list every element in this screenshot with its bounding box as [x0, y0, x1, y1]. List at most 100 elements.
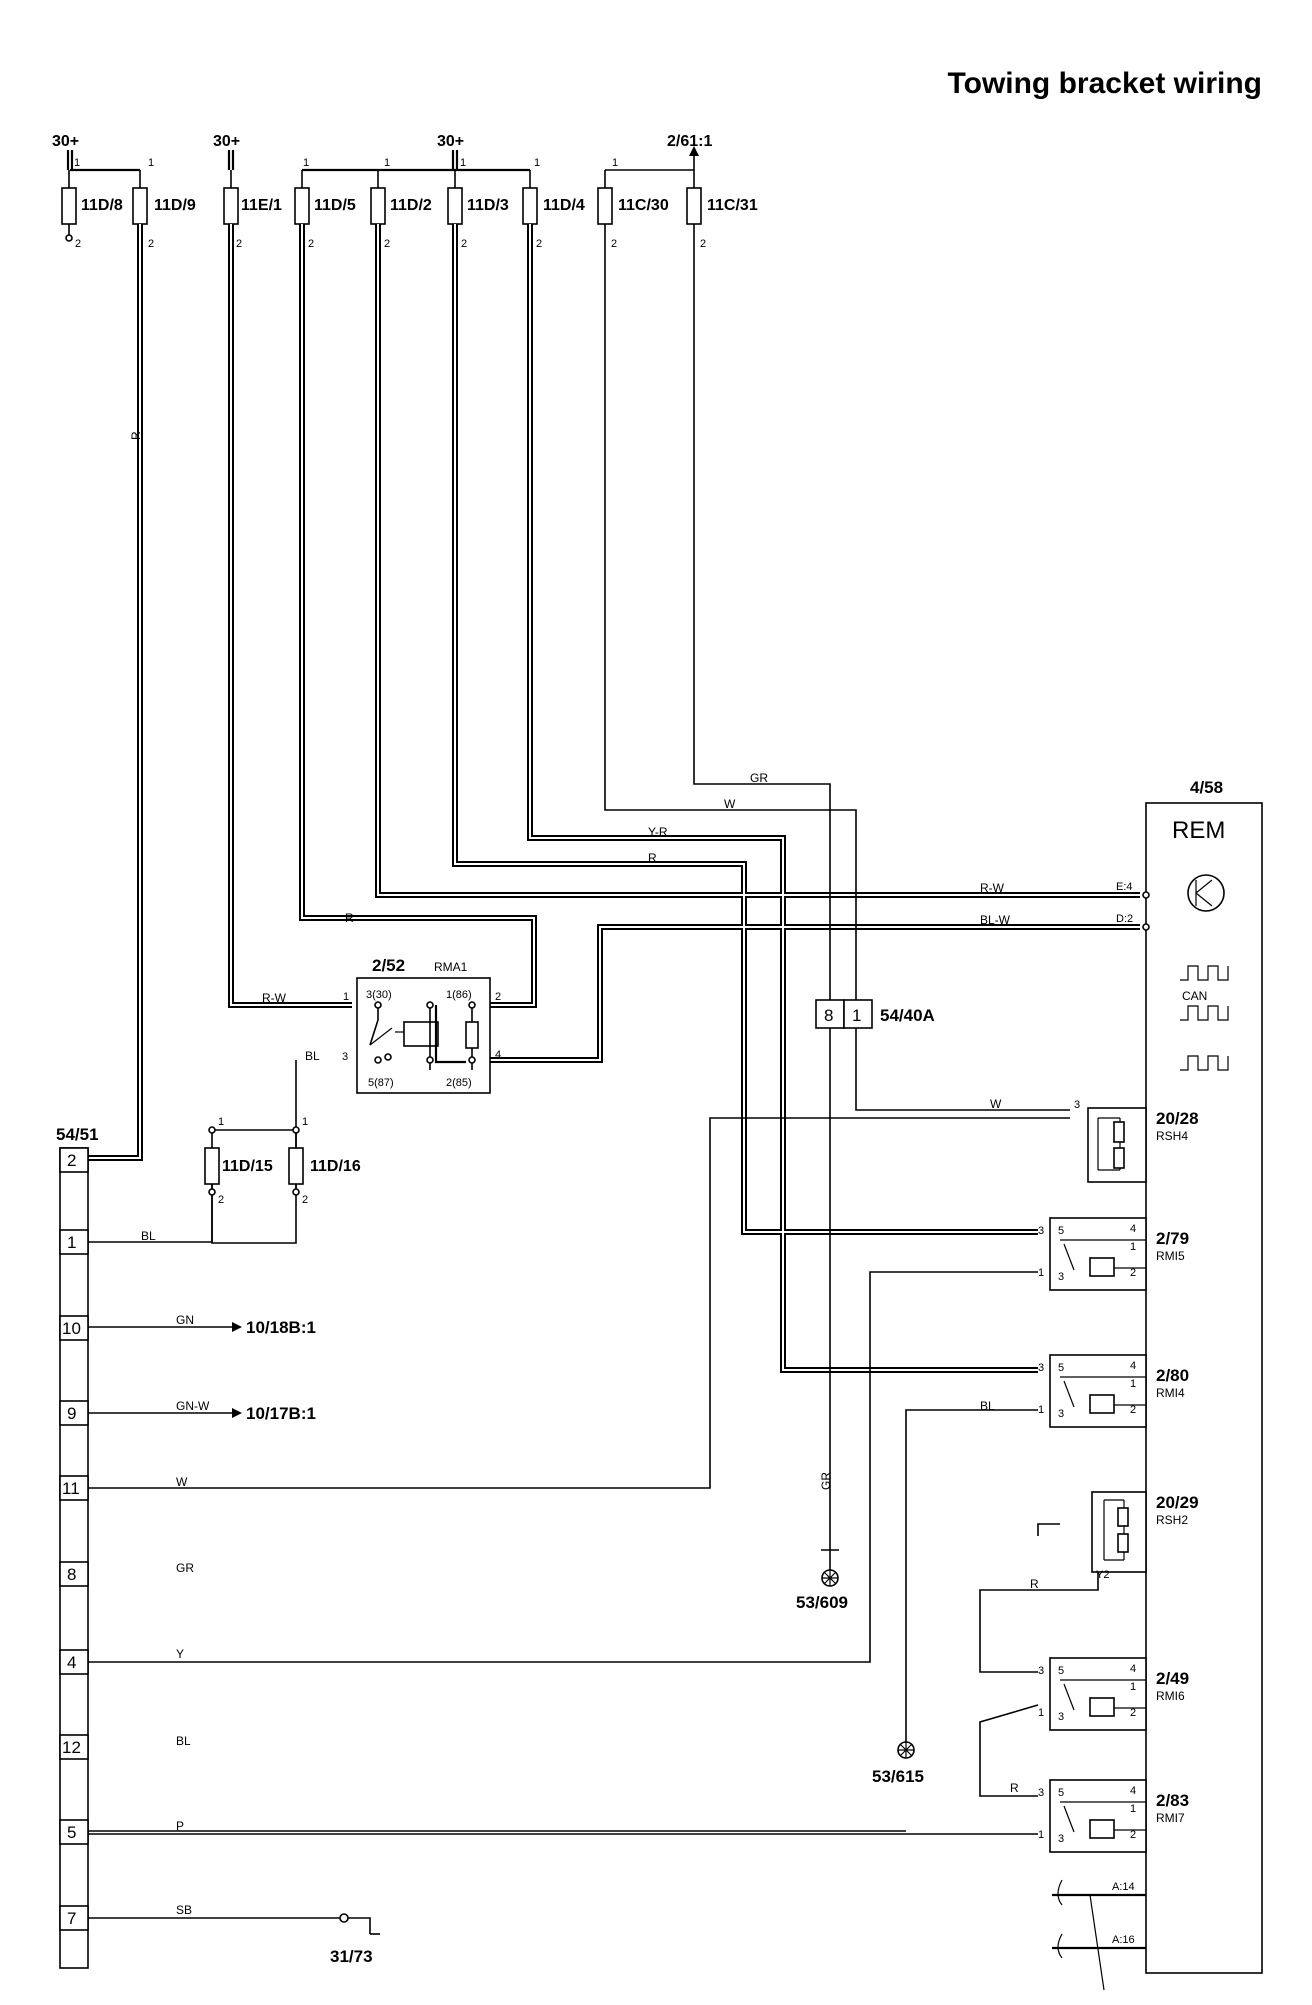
- svg-text:1: 1: [612, 157, 618, 169]
- svg-text:BL: BL: [980, 1399, 995, 1413]
- rem-module: 4/58 REM E:4 D:2 CAN A:14 A:16: [1052, 778, 1263, 1991]
- svg-text:CAN: CAN: [1182, 989, 1207, 1003]
- svg-text:1(86): 1(86): [446, 989, 472, 1001]
- svg-text:R: R: [1030, 1577, 1039, 1591]
- svg-text:5: 5: [1058, 1362, 1064, 1374]
- svg-text:1: 1: [74, 157, 80, 169]
- svg-text:2: 2: [700, 238, 706, 250]
- svg-text:W: W: [990, 1097, 1002, 1111]
- svg-text:2/83: 2/83: [1156, 1791, 1189, 1810]
- svg-text:11C/31: 11C/31: [707, 197, 758, 214]
- svg-text:2: 2: [1130, 1707, 1136, 1719]
- svg-text:5(87): 5(87): [368, 1077, 394, 1089]
- svg-text:1: 1: [1130, 1803, 1136, 1815]
- svg-text:2: 2: [536, 238, 542, 250]
- svg-text:2: 2: [67, 1151, 76, 1170]
- svg-text:R: R: [648, 851, 657, 865]
- svg-text:R: R: [129, 431, 143, 440]
- svg-text:Y2: Y2: [1096, 1569, 1109, 1581]
- svg-text:1: 1: [1130, 1378, 1136, 1390]
- svg-text:11E/1: 11E/1: [241, 197, 282, 214]
- svg-text:11D/15: 11D/15: [222, 1158, 273, 1175]
- svg-text:11D/2: 11D/2: [390, 197, 432, 214]
- svg-text:11D/8: 11D/8: [81, 197, 123, 214]
- fuse-11c30: 1 2 11C/30: [597, 157, 669, 250]
- svg-text:1: 1: [534, 157, 540, 169]
- component-2-79: 3 5 4 1 1 3 2 2/79 RMI5: [1038, 1217, 1189, 1291]
- svg-text:2/49: 2/49: [1156, 1669, 1189, 1688]
- fuse-11d2: 1 2 11D/2: [370, 157, 432, 250]
- svg-text:2: 2: [302, 1194, 308, 1206]
- connector-54-40a: 8 1 54/40A: [815, 999, 935, 1029]
- svg-text:3: 3: [1038, 1362, 1044, 1374]
- svg-text:11D/16: 11D/16: [310, 1158, 361, 1175]
- svg-text:R-W: R-W: [262, 991, 287, 1005]
- svg-text:2/80: 2/80: [1156, 1366, 1189, 1385]
- svg-text:4: 4: [67, 1653, 76, 1672]
- svg-text:2: 2: [148, 238, 154, 250]
- svg-text:12: 12: [62, 1738, 81, 1757]
- svg-text:A:16: A:16: [1112, 1934, 1135, 1946]
- svg-text:5: 5: [67, 1823, 76, 1842]
- svg-text:RMI7: RMI7: [1156, 1811, 1185, 1825]
- component-20-28: 3 20/28 RSH4: [1074, 1099, 1199, 1183]
- svg-text:2: 2: [308, 238, 314, 250]
- ground-31-73: 31/73: [330, 1913, 380, 1966]
- svg-text:54/40A: 54/40A: [880, 1006, 935, 1025]
- svg-text:1: 1: [1130, 1241, 1136, 1253]
- svg-text:2/52: 2/52: [372, 956, 405, 975]
- svg-text:1: 1: [67, 1233, 76, 1252]
- svg-text:1: 1: [1038, 1829, 1044, 1841]
- svg-text:SB: SB: [176, 1903, 192, 1917]
- svg-text:D:2: D:2: [1116, 913, 1133, 925]
- svg-text:GR: GR: [819, 1472, 833, 1490]
- svg-text:RMI4: RMI4: [1156, 1386, 1185, 1400]
- relay-2-52: 2/52 RMA1 1 3 2 4 3(30) 1(86) 5(87) 2(85…: [342, 956, 501, 1094]
- svg-text:11D/3: 11D/3: [467, 197, 509, 214]
- svg-text:4: 4: [1130, 1360, 1136, 1372]
- svg-text:53/615: 53/615: [872, 1767, 924, 1786]
- svg-text:1: 1: [218, 1116, 224, 1128]
- component-2-49: 3 5 4 1 1 3 2 2/49 RMI6: [1038, 1657, 1189, 1731]
- svg-text:RSH4: RSH4: [1156, 1129, 1188, 1143]
- supply-label: 2/61:1: [667, 133, 712, 150]
- svg-text:1: 1: [1038, 1267, 1044, 1279]
- svg-text:3: 3: [1074, 1099, 1080, 1111]
- svg-text:20/29: 20/29: [1156, 1493, 1199, 1512]
- svg-text:Y-R: Y-R: [648, 825, 668, 839]
- fuse-11d3: 1 2 11D/3: [447, 157, 509, 250]
- svg-text:2: 2: [1130, 1829, 1136, 1841]
- svg-text:3: 3: [1058, 1711, 1064, 1723]
- supply-label: 30+: [437, 133, 464, 150]
- supply-label: 30+: [213, 133, 240, 150]
- svg-text:5: 5: [1058, 1225, 1064, 1237]
- fuse-11d4: 1 2 11D/4: [522, 157, 585, 250]
- ground-53-615: 53/615: [872, 1741, 924, 1786]
- svg-text:4: 4: [1130, 1785, 1136, 1797]
- svg-text:BL-W: BL-W: [980, 913, 1011, 927]
- svg-text:W: W: [724, 797, 736, 811]
- svg-text:4: 4: [1130, 1223, 1136, 1235]
- svg-text:1: 1: [303, 157, 309, 169]
- svg-text:E:4: E:4: [1116, 881, 1133, 893]
- fuse-11c31: 2 11C/31: [686, 170, 758, 250]
- svg-text:GN: GN: [176, 1313, 194, 1327]
- svg-text:11: 11: [62, 1479, 80, 1498]
- svg-text:3(30): 3(30): [366, 989, 392, 1001]
- svg-text:8: 8: [824, 1006, 833, 1025]
- svg-text:REM: REM: [1172, 817, 1225, 844]
- diagram-title: Towing bracket wiring: [948, 67, 1262, 100]
- fuse-row: 30+ 30+ 30+ 2/61:1 1 2 11D/8 1 2 11D/9: [52, 133, 758, 250]
- svg-text:RMA1: RMA1: [434, 960, 468, 974]
- svg-text:3: 3: [1058, 1271, 1064, 1283]
- svg-text:3: 3: [1038, 1787, 1044, 1799]
- svg-text:1: 1: [1038, 1404, 1044, 1416]
- svg-text:4/58: 4/58: [1190, 778, 1223, 797]
- svg-text:2/79: 2/79: [1156, 1229, 1189, 1248]
- svg-text:1: 1: [148, 157, 154, 169]
- component-2-80: 3 5 4 1 1 3 2 2/80 RMI4: [1038, 1354, 1189, 1428]
- ref-10-18b: 10/18B:1: [246, 1318, 316, 1337]
- svg-text:1: 1: [852, 1006, 861, 1025]
- svg-text:P: P: [176, 1819, 184, 1833]
- supply-label: 30+: [52, 133, 79, 150]
